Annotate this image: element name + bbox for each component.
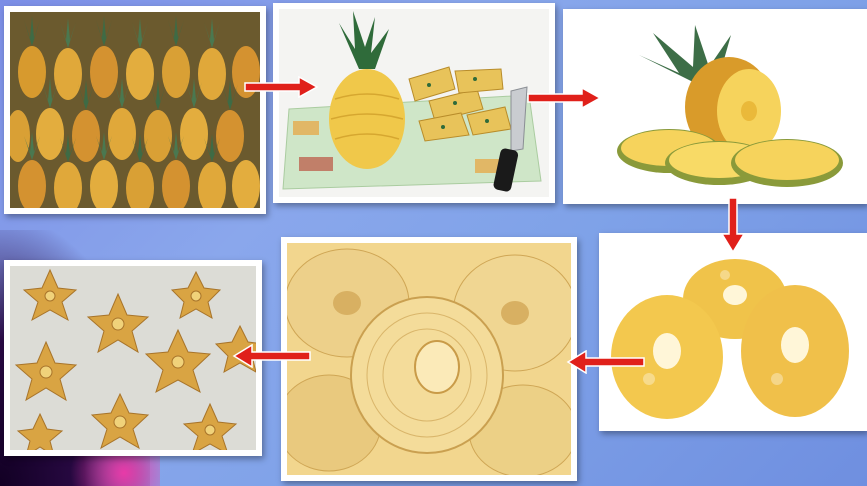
step-panel-dried-rings	[281, 237, 577, 481]
whole-pineapples-icon	[10, 12, 260, 208]
step-panel-sliced-pineapple	[563, 9, 867, 204]
candied-rings-icon	[605, 239, 861, 425]
pineapple-flowers-icon	[10, 266, 256, 450]
arrow-left-2	[232, 344, 312, 368]
step-panel-pineapple-flowers	[4, 260, 262, 456]
dried-rings-icon	[287, 243, 571, 475]
arrow-right-2	[526, 87, 602, 109]
step-panel-whole-pineapples	[4, 6, 266, 214]
arrow-right-1	[243, 76, 319, 98]
sliced-pineapple-icon	[569, 15, 861, 198]
step-panel-peeled-pineapple	[273, 3, 555, 203]
step-panel-candied-rings	[599, 233, 867, 431]
arrow-down	[721, 196, 745, 254]
peeled-pineapple-icon	[279, 9, 549, 197]
arrow-left-1	[566, 350, 646, 374]
